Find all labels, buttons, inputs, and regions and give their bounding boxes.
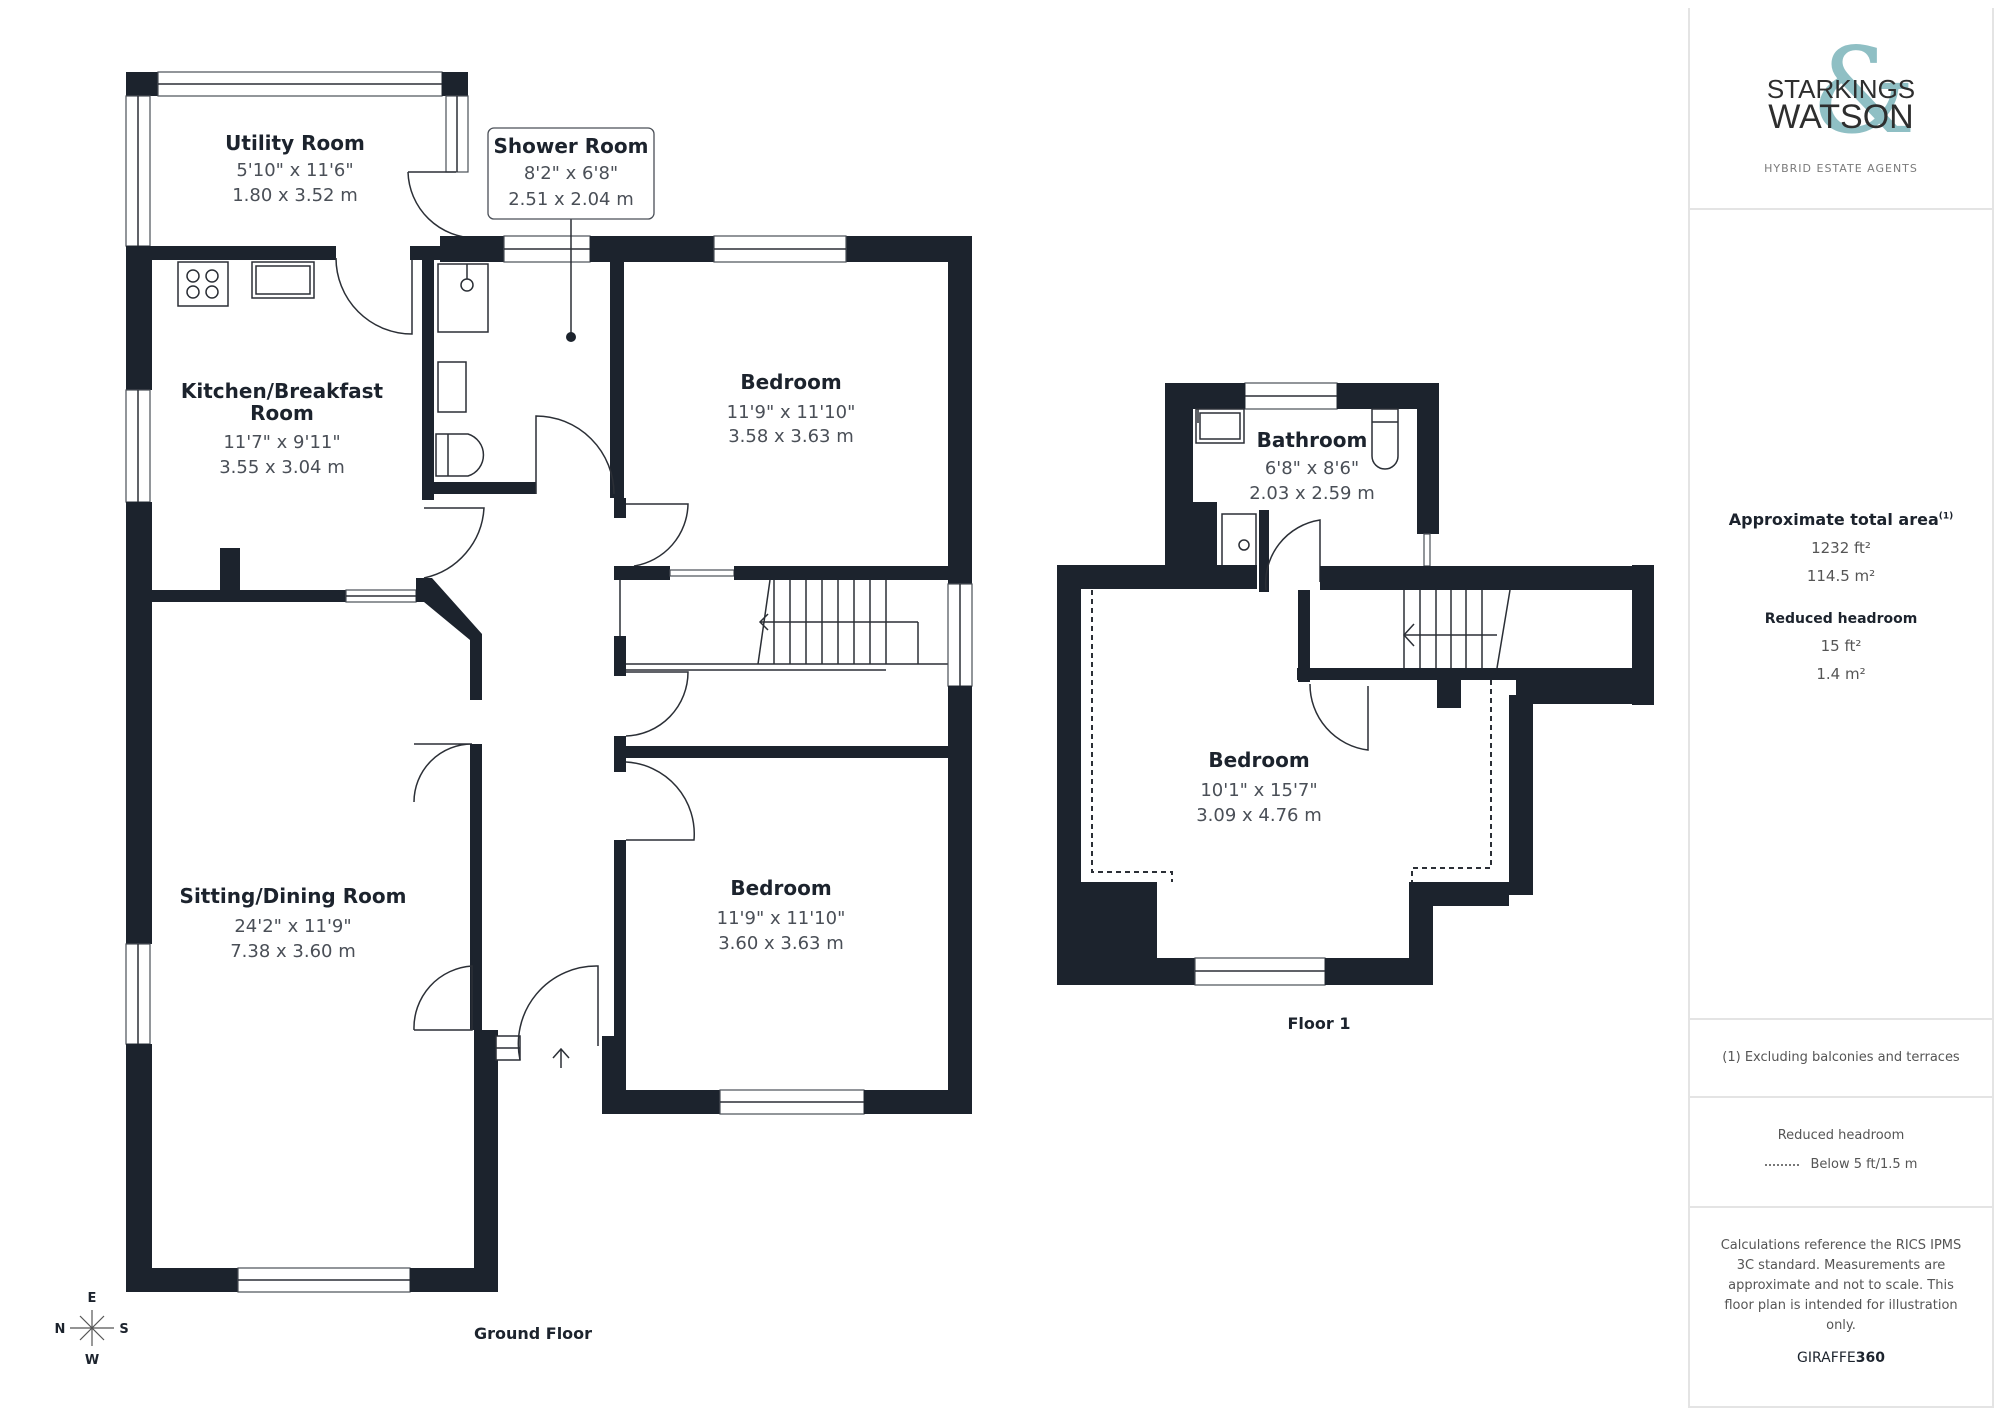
area-imperial: 1232 ft² — [1811, 539, 1871, 557]
reduced-headroom-metric: 1.4 m² — [1816, 665, 1866, 683]
brand-prefix: GIRAFFE — [1797, 1350, 1856, 1366]
ground-floor-labels: Utility Room 5'10" x 11'6" 1.80 x 3.52 m… — [180, 127, 856, 1343]
logo-tagline: HYBRID ESTATE AGENTS — [1764, 162, 1918, 175]
floor-1-staircase — [1402, 589, 1511, 669]
bathroom-dim-metric: 2.03 x 2.59 m — [1249, 483, 1375, 504]
bathroom-dim-imperial: 6'8" x 8'6" — [1265, 458, 1359, 479]
kitchen-dim-imperial: 11'7" x 9'11" — [223, 432, 340, 453]
floor1-bedroom-title: Bedroom — [1208, 748, 1309, 772]
bedroom2-dim-metric: 3.60 x 3.63 m — [718, 933, 844, 954]
brand-suffix: 360 — [1855, 1350, 1885, 1366]
shower-room-callout — [487, 127, 655, 220]
logo-line1: STARKINGS — [1766, 74, 1916, 104]
floor-1-label: Floor 1 — [1288, 1014, 1351, 1033]
area-metric: 114.5 m² — [1806, 567, 1876, 585]
area-footnote-mark: (1) — [1938, 511, 1954, 522]
area-title: Approximate total area(1) — [1690, 510, 1992, 529]
sitting-room-dim-imperial: 24'2" x 11'9" — [234, 916, 351, 937]
logo-line2: WATSON — [1768, 98, 1914, 136]
info-panel: & STARKINGS WATSON HYBRID ESTATE AGENTS … — [1688, 8, 1994, 1408]
legend-section: Reduced headroom Below 5 ft/1.5 m — [1690, 1098, 1992, 1208]
utility-room-dim-metric: 1.80 x 3.52 m — [232, 185, 358, 206]
kitchen-dim-metric: 3.55 x 3.04 m — [219, 457, 345, 478]
ground-floor-label: Ground Floor — [474, 1324, 592, 1343]
footnote-text: (1) Excluding balconies and terraces — [1722, 1050, 1960, 1065]
shower-room-dim-imperial: 8'2" x 6'8" — [524, 163, 618, 184]
bedroom2-dim-imperial: 11'9" x 11'10" — [717, 908, 846, 929]
logo-ampersand: & — [1811, 22, 1917, 160]
disclaimer-text: Calculations reference the RICS IPMS 3C … — [1720, 1238, 1962, 1333]
kitchen-title-line2: Room — [250, 401, 314, 425]
floor-1-labels: Bathroom 6'8" x 8'6" 2.03 x 2.59 m Bedro… — [1196, 428, 1375, 1033]
compass-icon: E N S W — [55, 1291, 129, 1368]
staircase — [626, 579, 950, 671]
utility-room-title: Utility Room — [225, 131, 365, 155]
reduced-headroom-title: Reduced headroom — [1764, 611, 1918, 627]
compass-south: S — [119, 1322, 128, 1337]
area-section: Approximate total area(1) 1232 ft² 114.5… — [1690, 210, 1992, 1020]
giraffe360-brand: GIRAFFE360 — [1690, 1350, 1992, 1366]
logo-section: & STARKINGS WATSON HYBRID ESTATE AGENTS — [1690, 8, 1992, 210]
dashed-line-icon — [1764, 1163, 1799, 1166]
disclaimer-section: Calculations reference the RICS IPMS 3C … — [1690, 1208, 1992, 1406]
compass-east: E — [88, 1291, 97, 1306]
kitchen-title-line1: Kitchen/Breakfast — [181, 379, 384, 403]
floor-1-plan — [1057, 382, 1654, 986]
compass-west: W — [85, 1353, 99, 1368]
legend-item-label: Below 5 ft/1.5 m — [1810, 1157, 1918, 1172]
legend-item: Below 5 ft/1.5 m — [1690, 1157, 1992, 1172]
ground-floor-plan — [125, 71, 973, 1293]
floor1-bedroom-dim-imperial: 10'1" x 15'7" — [1200, 780, 1317, 801]
bedroom1-dim-imperial: 11'9" x 11'10" — [727, 402, 856, 423]
floor1-bedroom-dim-metric: 3.09 x 4.76 m — [1196, 805, 1322, 826]
agency-logo: & STARKINGS WATSON — [1741, 32, 1941, 156]
shower-room-title: Shower Room — [494, 134, 649, 158]
bedroom1-dim-metric: 3.58 x 3.63 m — [728, 426, 854, 447]
bedroom1-title: Bedroom — [740, 370, 841, 394]
sitting-room-dim-metric: 7.38 x 3.60 m — [230, 941, 356, 962]
sitting-room-title: Sitting/Dining Room — [180, 884, 407, 908]
area-title-text: Approximate total area — [1728, 510, 1939, 529]
compass-north: N — [55, 1322, 66, 1337]
bedroom2-title: Bedroom — [730, 876, 831, 900]
legend-title: Reduced headroom — [1777, 1128, 1905, 1143]
utility-room-dim-imperial: 5'10" x 11'6" — [236, 160, 353, 181]
bathroom-title: Bathroom — [1257, 428, 1368, 452]
reduced-headroom-imperial: 15 ft² — [1820, 637, 1862, 655]
footnote-section: (1) Excluding balconies and terraces — [1690, 1020, 1992, 1098]
shower-room-dim-metric: 2.51 x 2.04 m — [508, 189, 634, 210]
